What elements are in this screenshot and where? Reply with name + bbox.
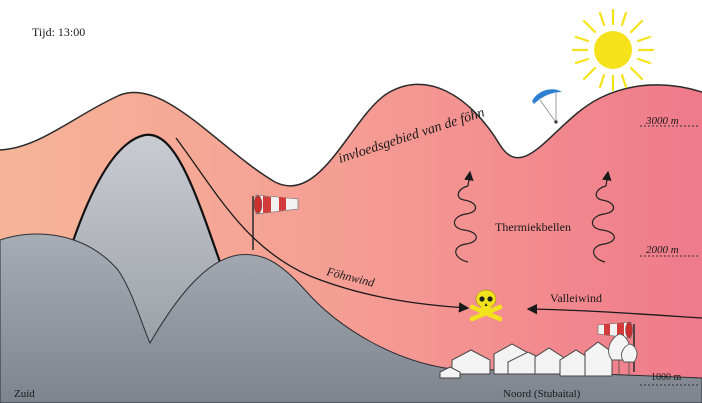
north-label: Noord (Stubaital)	[503, 388, 581, 400]
altitude-1000-label: 1000 m	[651, 372, 682, 383]
time-label: Tijd: 13:00	[32, 25, 85, 39]
paraglider-icon	[532, 89, 562, 123]
altitude-2000-label: 2000 m	[646, 244, 679, 256]
thermals-label: Thermiekbellen	[495, 220, 571, 234]
valley-wind-label: Valleiwind	[550, 291, 602, 305]
south-label: Zuid	[14, 388, 35, 400]
sun-icon	[573, 10, 653, 90]
altitude-3000-label: 3000 m	[645, 115, 679, 127]
